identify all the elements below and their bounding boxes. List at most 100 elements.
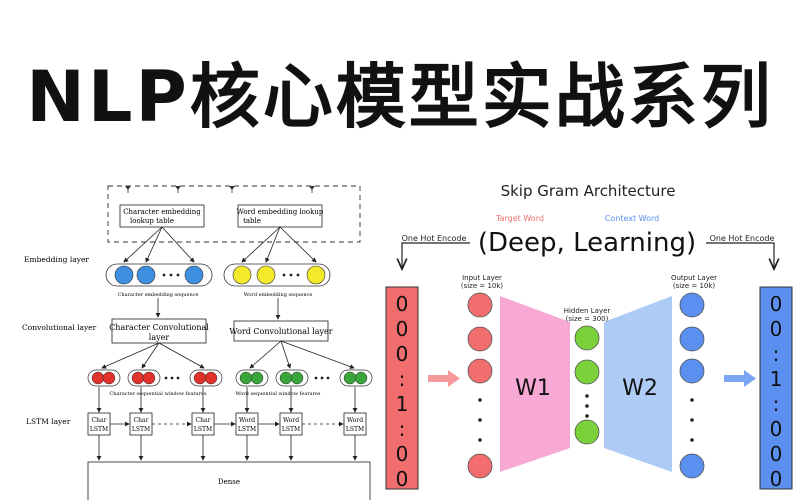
emb-to-conv-arrows [155,298,281,320]
input-vector-values: 000:1:00 [396,292,409,491]
lstm-cells: CharLSTMCharLSTMCharLSTMWordLSTMWordLSTM… [87,387,367,461]
embedding-layer-label: Embedding layer [24,255,89,264]
vector-value: : [399,367,406,391]
ellipsis-dot [314,376,318,380]
output-layer-label-2: (size = 10k) [673,282,716,290]
char-embedding-node [114,265,134,285]
input-node [467,292,493,318]
vector-value: 0 [770,417,783,441]
word-embedding-node [256,265,276,285]
vector-value: 0 [396,442,409,466]
one-hot-right-arrow [706,242,774,268]
flow-arrow-in [428,370,460,387]
ellipsis-dot [289,273,293,277]
window-node [343,371,357,385]
vector-value: 0 [396,342,409,366]
ellipsis-dot [326,376,330,380]
vector-value: 0 [770,292,783,316]
w2-trapezoid [604,296,672,472]
vector-value: 1 [396,392,409,416]
char-embedding-nodes [114,265,204,285]
output-node [679,358,705,384]
word-table-label-2: table [243,217,261,225]
w1-trapezoid [500,296,570,472]
hidden-layer-label-2: (size = 300) [566,315,609,323]
lstm-cell-label: Word [239,417,255,424]
left-diagram: Character embedding lookup table Word em… [22,185,373,500]
dense-box [87,461,371,500]
input-node [467,453,493,479]
ellipsis-dot [585,414,589,418]
banner-title: NLP核心模型实战系列 [26,56,774,138]
ellipsis-dot [170,376,174,380]
input-node [467,326,493,352]
char-conv-box [111,318,207,344]
ellipsis-dot [282,273,286,277]
output-vector [759,286,793,490]
one-hot-left-label: One Hot Encode [402,234,467,243]
ellipsis-dot [690,438,694,442]
word-conv-label: Word Convolutional layer [229,327,332,336]
table-arrows [123,226,317,263]
window-node [354,371,368,385]
char-conv-label-2: layer [149,333,170,342]
window-node [142,371,156,385]
one-hot-right-label: One Hot Encode [710,234,775,243]
lstm-cell-label: Char [92,417,107,424]
vector-value: 0 [396,467,409,491]
ellipsis-dot [162,273,166,277]
output-node [679,292,705,318]
word-window-label: Word sequential window features [235,391,320,397]
word-embedding-node [232,265,252,285]
ellipsis-dot [296,273,300,277]
lstm-cell-label: LSTM [132,426,150,433]
lstm-layer-label: LSTM layer [26,417,71,426]
vector-value: 1 [770,367,783,391]
char-table-label-1: Character embedding [123,208,201,216]
window-node [279,371,293,385]
char-embedding-pill [105,263,213,287]
lstm-cell-label: LSTM [238,426,256,433]
ellipsis-dot [585,394,589,398]
word-embedding-pill [223,263,331,287]
vector-value: 0 [770,442,783,466]
window-node [193,371,207,385]
ellipsis-dot [585,404,589,408]
convolutional-layer-label: Convolutional layer [22,323,97,332]
vector-value: 0 [770,317,783,341]
output-layer-label-1: Output Layer [671,274,717,282]
lstm-cell-label: Char [196,417,211,424]
output-node [679,326,705,352]
vector-value: 0 [770,467,783,491]
input-layer-label-2: (size = 10k) [461,282,504,290]
output-node [679,453,705,479]
hidden-node [574,419,600,445]
network-nodes [467,292,705,479]
window-feature-pills [87,369,373,387]
lstm-cell-label: LSTM [90,426,108,433]
hidden-node [574,359,600,385]
vector-value: 0 [396,317,409,341]
word-table-label-1: Word embedding lookup [237,208,324,216]
char-embedding-node [184,265,204,285]
word-seq-label: Word embedding sequence [244,292,313,298]
lstm-cell-label: Char [134,417,149,424]
char-seq-label: Character embedding sequence [118,292,199,298]
lstm-cell-label: Word [347,417,363,424]
lstm-cell-label: LSTM [346,426,364,433]
one-hot-left-arrow [402,242,470,268]
target-word-label: Target Word [495,214,544,223]
ellipsis-dot [478,398,482,402]
lstm-cell-label: Word [283,417,299,424]
ellipsis-dot [176,273,180,277]
ellipsis-dot [690,418,694,422]
char-conv-label-1: Character Convolutional [109,323,209,332]
output-vector-values: 00:1:000 [770,292,783,491]
window-node [239,371,253,385]
vector-value: 0 [396,292,409,316]
ellipsis-dot [169,273,173,277]
window-node [290,371,304,385]
window-node [204,371,218,385]
word-embedding-nodes [232,265,326,285]
